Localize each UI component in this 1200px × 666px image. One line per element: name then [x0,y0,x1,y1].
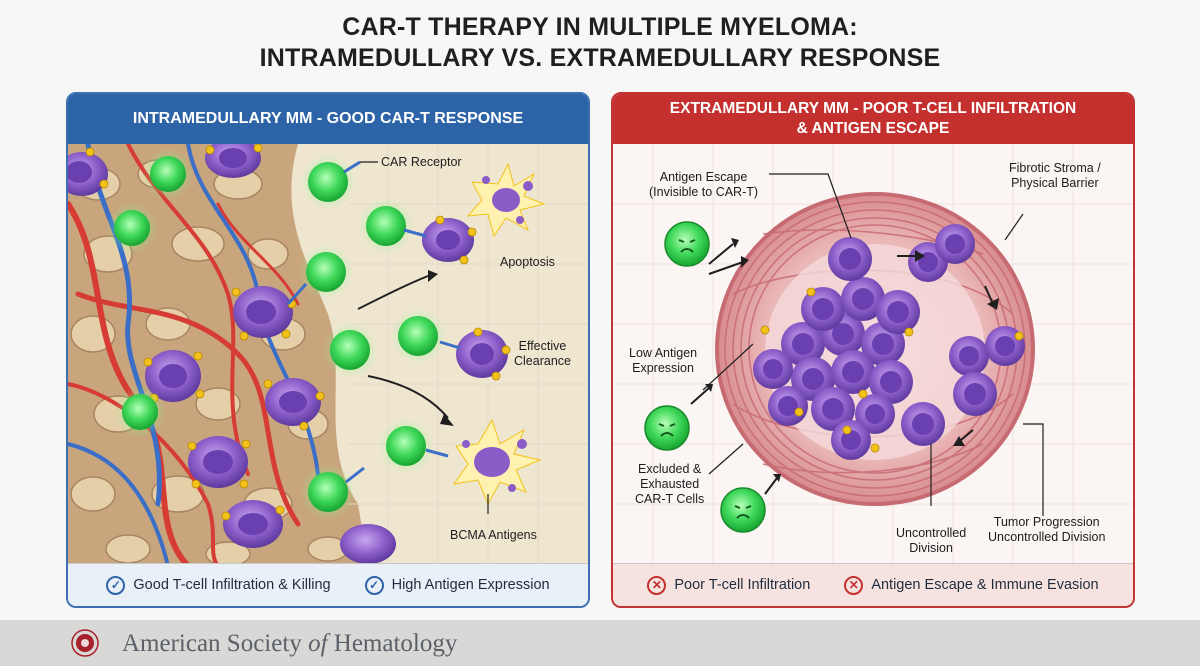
brand-suffix: Hematology [328,630,458,657]
label-excluded-line-1: Excluded & [635,462,704,477]
label-antigen-escape-line-2: (Invisible to CAR-T) [649,185,758,200]
label-fibrotic-line-1: Fibrotic Stroma / [1009,161,1101,176]
footer-text-high-antigen: High Antigen Expression [392,577,550,593]
extramedullary-header-line-2: & ANTIGEN ESCAPE [613,119,1133,139]
page-title: CAR-T THERAPY IN MULTIPLE MYELOMA: INTRA… [0,12,1200,74]
footer-text-poor-infiltration: Poor T-cell Infiltration [674,577,810,593]
brand-name: American Society of Hematology [122,630,457,658]
brand-prefix: American Society [122,630,308,657]
label-car-receptor: CAR Receptor [381,155,462,170]
label-uncontrolled-division: Uncontrolled Division [896,526,966,556]
label-uncontrolled-line-2: Division [896,541,966,556]
title-line-1: CAR-T THERAPY IN MULTIPLE MYELOMA: [0,12,1200,43]
label-apoptosis: Apoptosis [500,255,555,270]
label-effective-line-1: Effective [514,339,571,354]
label-effective-clearance: Effective Clearance [514,339,571,369]
extramedullary-header: EXTRAMEDULLARY MM - POOR T-CELL INFILTRA… [613,94,1133,144]
label-antigen-escape-line-1: Antigen Escape [649,170,758,185]
label-low-antigen-line-2: Expression [629,361,697,376]
check-icon: ✓ [365,576,384,595]
footer-text-antigen-escape: Antigen Escape & Immune Evasion [871,577,1098,593]
footer-item-good-infiltration: ✓ Good T-cell Infiltration & Killing [106,576,330,595]
x-circle-icon: ✕ [647,576,666,595]
label-effective-line-2: Clearance [514,354,571,369]
footer-item-poor-infiltration: ✕ Poor T-cell Infiltration [647,576,810,595]
label-low-antigen-line-1: Low Antigen [629,346,697,361]
brand-of: of [308,630,327,657]
label-excluded-exhausted: Excluded & Exhausted CAR-T Cells [635,462,704,507]
x-circle-icon: ✕ [844,576,863,595]
check-icon: ✓ [106,576,125,595]
footer-item-high-antigen: ✓ High Antigen Expression [365,576,550,595]
footer-item-antigen-escape: ✕ Antigen Escape & Immune Evasion [844,576,1098,595]
label-low-antigen: Low Antigen Expression [629,346,697,376]
label-excluded-line-3: CAR-T Cells [635,492,704,507]
extramedullary-footer: ✕ Poor T-cell Infiltration ✕ Antigen Esc… [613,563,1133,606]
title-line-2: INTRAMEDULLARY VS. EXTRAMEDULLARY RESPON… [0,43,1200,74]
ash-logo-icon [70,628,100,658]
label-excluded-line-2: Exhausted [635,477,704,492]
intramedullary-illustration [68,144,588,566]
label-fibrotic-line-2: Physical Barrier [1009,176,1101,191]
label-tumor-progression-line-2: Uncontrolled Division [988,530,1105,545]
footer-text-good-infiltration: Good T-cell Infiltration & Killing [133,577,330,593]
extramedullary-panel: EXTRAMEDULLARY MM - POOR T-CELL INFILTRA… [611,92,1135,608]
label-tumor-progression-line-1: Tumor Progression [988,515,1105,530]
label-antigen-escape: Antigen Escape (Invisible to CAR-T) [649,170,758,200]
label-bcma-antigens: BCMA Antigens [450,528,537,543]
extramedullary-header-line-1: EXTRAMEDULLARY MM - POOR T-CELL INFILTRA… [613,99,1133,119]
label-fibrotic-stroma: Fibrotic Stroma / Physical Barrier [1009,161,1101,191]
intramedullary-header: INTRAMEDULLARY MM - GOOD CAR-T RESPONSE [68,94,588,144]
intramedullary-footer: ✓ Good T-cell Infiltration & Killing ✓ H… [68,563,588,606]
label-uncontrolled-line-1: Uncontrolled [896,526,966,541]
label-tumor-progression: Tumor Progression Uncontrolled Division [988,515,1105,545]
intramedullary-panel: INTRAMEDULLARY MM - GOOD CAR-T RESPONSE [66,92,590,608]
